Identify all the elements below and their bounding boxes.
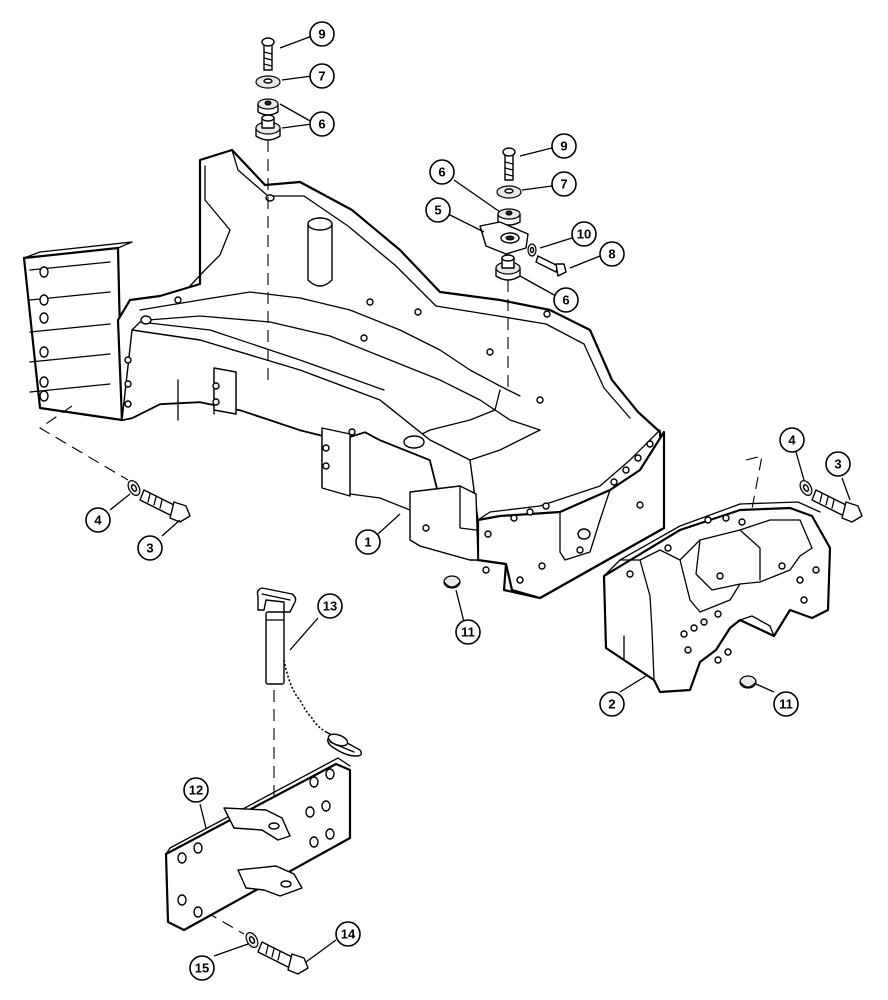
rubber-mount-6-lower-left [255, 114, 281, 141]
svg-text:13: 13 [323, 599, 337, 614]
bolt-3-left [139, 489, 191, 523]
mount-stack-right [479, 147, 567, 281]
svg-text:4: 4 [94, 513, 102, 528]
svg-text:4: 4 [788, 433, 796, 448]
drawbar-plate [164, 757, 352, 932]
svg-text:3: 3 [146, 541, 153, 556]
callout-5: 5 [425, 197, 451, 223]
callout-13: 13 [317, 593, 343, 619]
plate-holes [177, 768, 335, 918]
svg-text:14: 14 [341, 927, 356, 942]
svg-text:7: 7 [318, 69, 325, 84]
callout-7-top-left: 7 [309, 63, 335, 89]
svg-text:5: 5 [434, 203, 441, 218]
callout-9-top-left: 9 [309, 21, 335, 47]
svg-text:1: 1 [364, 535, 371, 550]
washer-4-left [127, 480, 141, 496]
bracket-holes [626, 514, 820, 664]
svg-text:3: 3 [834, 457, 841, 472]
svg-text:2: 2 [608, 697, 615, 712]
callout-11-right: 11 [773, 691, 799, 717]
callout-2: 2 [599, 691, 625, 717]
washer-4-right [799, 480, 813, 496]
svg-text:6: 6 [562, 293, 569, 308]
callout-8: 8 [599, 241, 625, 267]
svg-text:11: 11 [461, 625, 475, 640]
callout-15: 15 [189, 955, 215, 981]
callout-10: 10 [571, 221, 597, 247]
fastener-right [799, 480, 863, 523]
front-axle-support-frame [22, 148, 666, 600]
washer-7-left [255, 75, 281, 89]
callout-3-left: 3 [137, 535, 163, 561]
svg-text:6: 6 [438, 165, 445, 180]
callout-14: 14 [335, 921, 361, 947]
svg-text:11: 11 [779, 697, 793, 712]
washer-7-right [496, 185, 522, 199]
callout-9-top-right: 9 [551, 133, 577, 159]
rubber-mount-6-lower-right [495, 254, 521, 281]
leader-lines [109, 35, 851, 963]
callout-4-right: 4 [779, 427, 805, 453]
hitch-pin-with-chain [256, 587, 363, 757]
svg-text:10: 10 [577, 227, 591, 242]
callout-6-upper-right: 6 [429, 159, 455, 185]
callout-6-top-left: 6 [309, 111, 335, 137]
svg-text:6: 6 [318, 117, 325, 132]
rubber-mount-6-upper-left [257, 98, 279, 116]
svg-text:15: 15 [195, 961, 209, 976]
svg-text:9: 9 [318, 27, 325, 42]
bolt-9-left [261, 37, 275, 71]
mount-stack-left [255, 37, 281, 141]
alignment-lines [38, 140, 763, 935]
plug-11-left [443, 575, 461, 589]
washer-10 [527, 243, 537, 257]
front-plate-holes [39, 266, 49, 402]
callout-12: 12 [183, 777, 209, 803]
fastener-left [127, 480, 191, 523]
svg-text:7: 7 [560, 177, 567, 192]
washer-15 [245, 932, 259, 948]
callout-1: 1 [355, 529, 381, 555]
callout-4-left: 4 [85, 507, 111, 533]
bolt-3-right [811, 489, 863, 523]
plug-11-right [739, 675, 757, 689]
callout-6-lower-right: 6 [553, 287, 579, 313]
bolt-9-right [502, 147, 516, 181]
svg-text:9: 9 [560, 139, 567, 154]
svg-text:12: 12 [189, 783, 203, 798]
callout-3-right: 3 [825, 451, 851, 477]
bolt-14 [257, 941, 309, 975]
svg-text:8: 8 [608, 247, 615, 262]
callout-11-left: 11 [455, 619, 481, 645]
bracket-5 [479, 221, 529, 255]
callout-7-top-right: 7 [551, 171, 577, 197]
bolt-8 [535, 255, 567, 277]
front-weight-bracket [602, 501, 832, 694]
